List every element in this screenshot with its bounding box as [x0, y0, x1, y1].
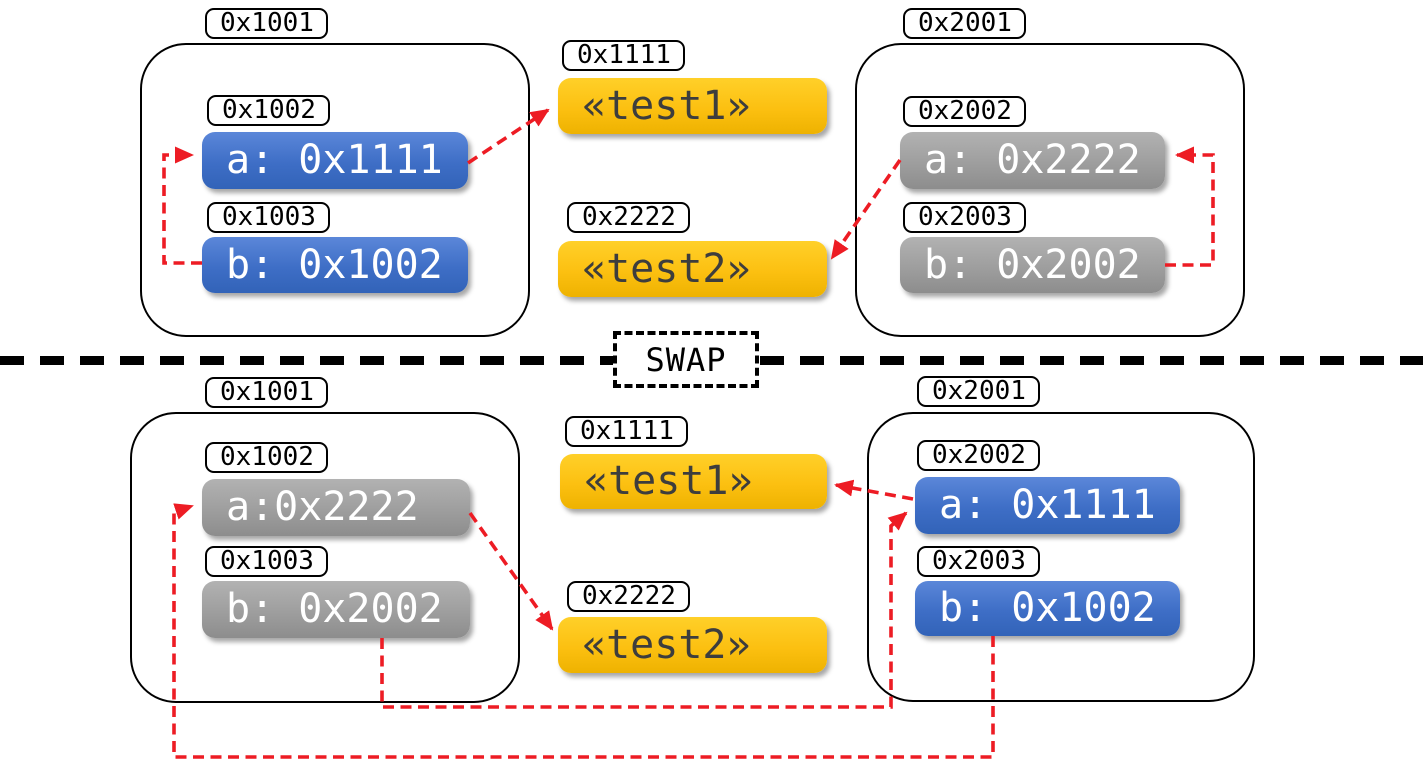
slot-address-label: 0x1002: [207, 95, 330, 126]
heap-value-box: «test2»: [558, 241, 827, 297]
slot-address-label: 0x1003: [205, 546, 328, 577]
frame-address-label: 0x1001: [205, 377, 328, 408]
frame-address-label: 0x1001: [205, 8, 328, 39]
variable-box-a: a: 0x2222: [900, 132, 1165, 189]
slot-address-label: 0x2002: [917, 440, 1040, 471]
heap-address-label: 0x2222: [567, 202, 690, 233]
variable-box-a: a: 0x1111: [915, 477, 1180, 534]
slot-address-label: 0x2002: [903, 96, 1026, 127]
swap-label: SWAP: [645, 340, 727, 379]
heap-value-box: «test1»: [558, 78, 827, 134]
variable-box-b: b: 0x1002: [202, 237, 468, 293]
variable-box-a: a: 0x1111: [202, 132, 468, 189]
slot-address-label: 0x1003: [207, 202, 330, 233]
heap-value-box: «test2»: [558, 617, 827, 673]
heap-address-label: 0x2222: [567, 581, 690, 612]
variable-box-b: b: 0x2002: [202, 581, 470, 638]
variable-box-b: b: 0x2002: [900, 237, 1165, 293]
variable-box-b: b: 0x1002: [915, 581, 1180, 636]
frame-address-label: 0x2001: [903, 8, 1026, 39]
heap-value-box: «test1»: [560, 454, 827, 509]
slot-address-label: 0x1002: [205, 442, 328, 473]
variable-box-a: a:0x2222: [202, 479, 470, 536]
slot-address-label: 0x2003: [917, 546, 1040, 577]
slot-address-label: 0x2003: [903, 202, 1026, 233]
heap-address-label: 0x1111: [562, 40, 685, 71]
swap-label-box: SWAP: [613, 331, 759, 388]
heap-address-label: 0x1111: [565, 416, 688, 447]
frame-address-label: 0x2001: [917, 376, 1040, 407]
